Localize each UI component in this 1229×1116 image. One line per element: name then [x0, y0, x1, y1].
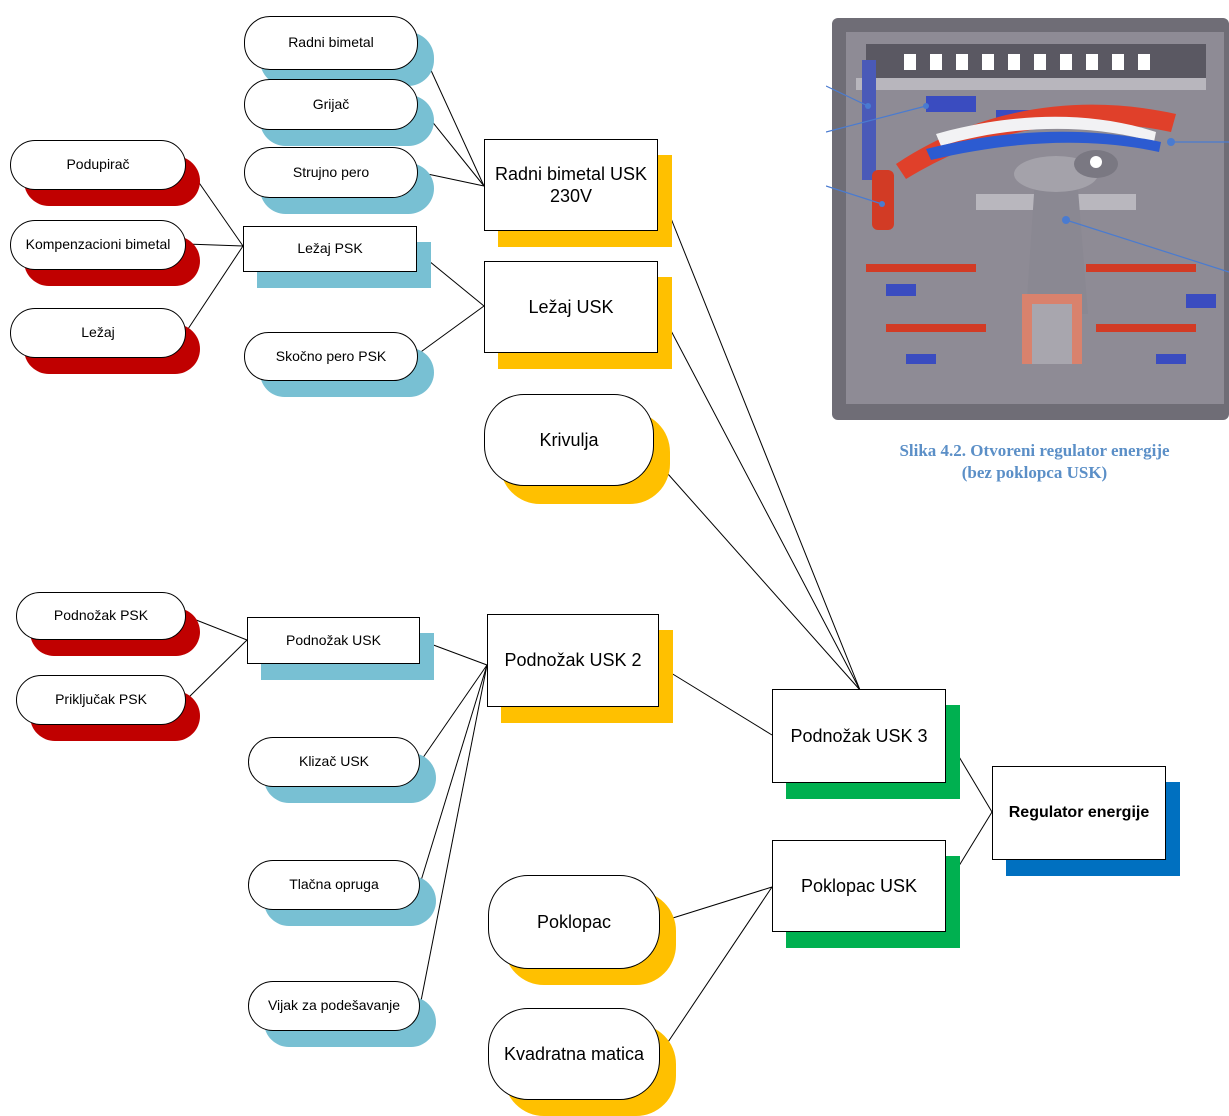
node-skocno-pero-psk: Skočno pero PSK — [244, 332, 434, 397]
node-poklopac: Poklopac — [488, 875, 676, 985]
node-lezaj-psk: Ležaj PSK — [243, 226, 431, 288]
node-tlacna-opruga: Tlačna opruga — [248, 860, 436, 926]
caption-line-2: (bez poklopca USK) — [961, 463, 1108, 483]
node-kvadratna-matica: Kvadratna matica — [488, 1008, 676, 1116]
regulator-cutaway-image — [826, 18, 1229, 420]
node-podnozak-psk: Podnožak PSK — [16, 592, 200, 656]
node-prikljucak-psk: Priključak PSK — [16, 675, 200, 741]
regulator-photo — [826, 14, 1229, 424]
figure-caption: Slika 4.2. Otvoreni regulator energije (… — [840, 440, 1229, 484]
node-lezaj-usk: Ležaj USK — [484, 261, 672, 369]
node-krivulja: Krivulja — [484, 394, 670, 504]
node-podnozak-usk: Podnožak USK — [247, 617, 434, 680]
node-grijac: Grijač — [244, 79, 434, 146]
node-lezaj: Ležaj — [10, 308, 200, 374]
node-poklopac-usk: Poklopac USK — [772, 840, 960, 948]
caption-line-1: Slika 4.2. Otvoreni regulator energije — [899, 441, 1170, 460]
node-podnozak-usk-3: Podnožak USK 3 — [772, 689, 960, 799]
node-podupirac: Podupirač — [10, 140, 200, 206]
node-strujno-pero: Strujno pero — [244, 147, 434, 214]
node-regulator-energije: Regulator energije — [992, 766, 1180, 876]
node-vijak-za-podesavanje: Vijak za podešavanje — [248, 981, 436, 1047]
node-radni-bimetal-usk: Radni bimetal USK 230V — [484, 139, 672, 247]
node-kompenzacioni-bimetal: Kompenzacioni bimetal — [10, 220, 200, 286]
node-klizac-usk: Klizač USK — [248, 737, 436, 803]
node-radni-bimetal: Radni bimetal — [244, 16, 434, 86]
node-podnozak-usk-2: Podnožak USK 2 — [487, 614, 673, 723]
